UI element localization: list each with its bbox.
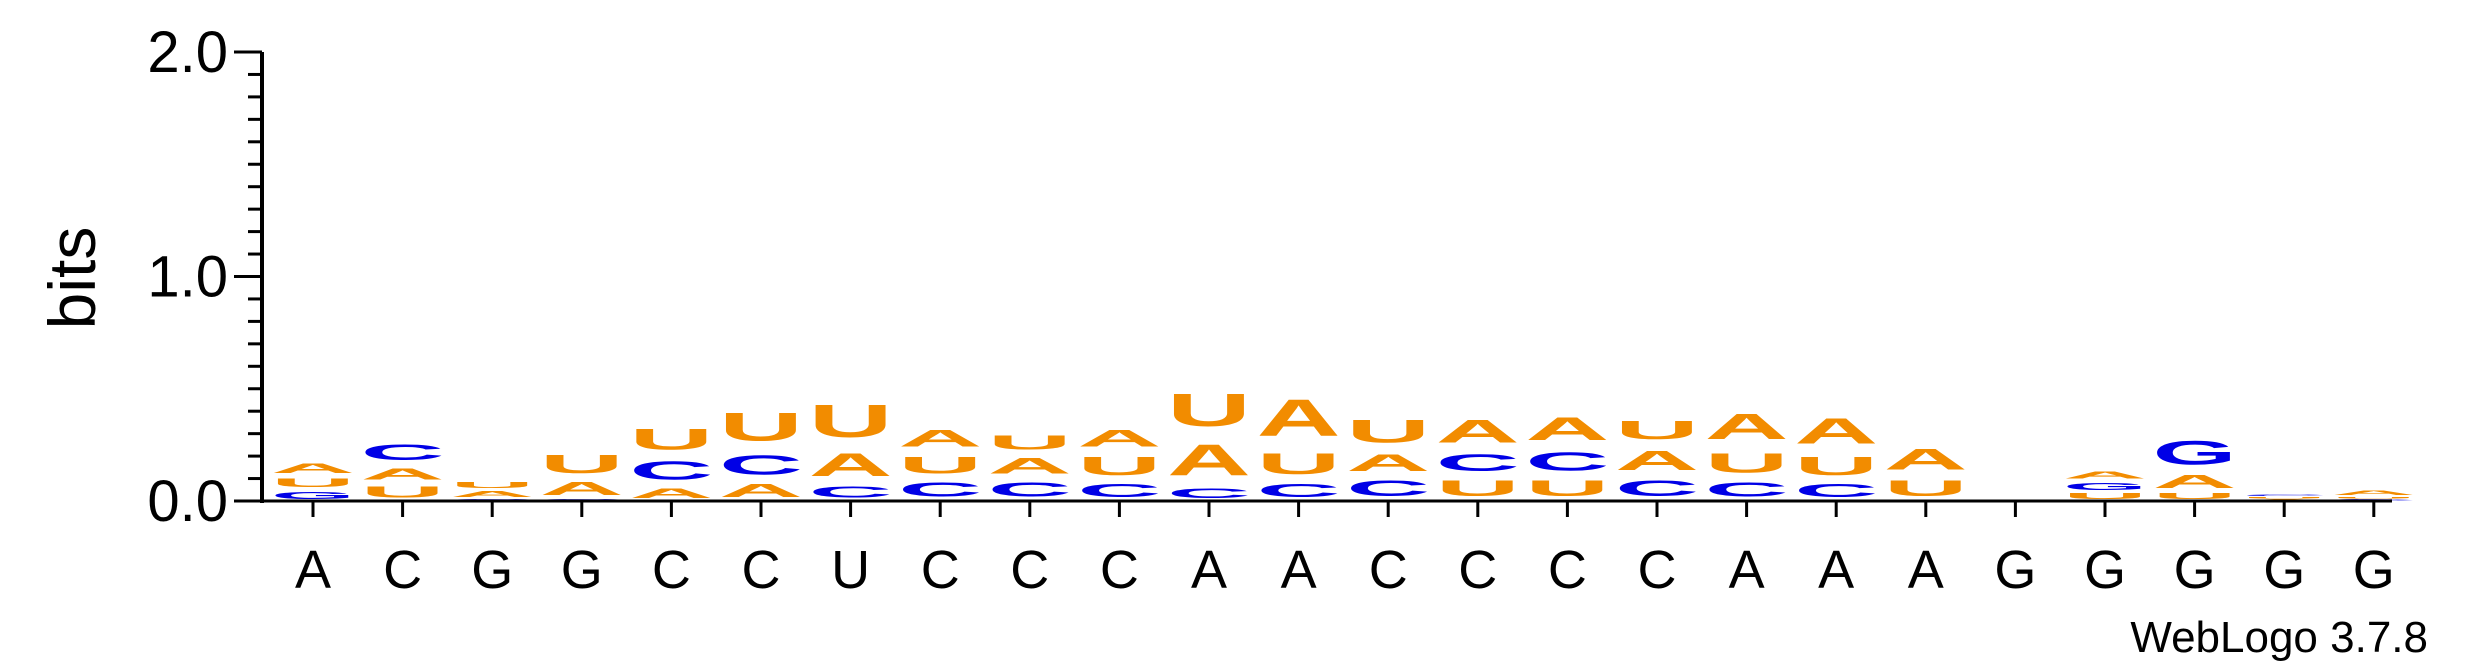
logo-glyph-u: U [629,422,713,456]
logo-glyph-u: U [719,405,803,450]
logo-glyph-c: C [898,478,982,501]
logo-glyph-a: A [1705,407,1789,447]
logo-glyph-u: U [1436,476,1520,501]
x-tick-label: G [2353,540,2395,600]
logo-glyph-c: C [1794,481,1878,501]
x-tick-label: A [295,540,331,600]
x-tick-label: C [742,540,781,600]
logo-glyph-a: A [1615,445,1699,477]
logo-glyph-c: C [1615,476,1699,501]
logo-glyph-c: C [361,440,445,465]
logo-glyph-c: C [629,456,713,485]
logo-glyph-u: U [1346,414,1430,450]
logo-glyph-a: A [1884,442,1968,476]
logo-glyph-u: U [1167,384,1251,436]
logo-glyph-a: A [271,461,355,477]
x-tick-label: G [2263,540,2305,600]
logo-glyph-a: A [1257,389,1341,447]
x-tick-label: A [1729,540,1765,600]
logo-glyph-g: G [2063,481,2147,492]
logo-glyph-c: C [1705,478,1789,501]
logo-glyph-c: C [1346,476,1430,501]
logo-glyph-c: C [719,449,803,481]
logo-glyph-a: A [629,485,713,501]
logo-glyph-a: A [898,425,982,452]
x-tick-label: A [1191,540,1227,600]
logo-glyph-c: C [1525,447,1609,476]
logo-glyph-a: A [540,479,624,499]
logo-glyph-u: U [450,481,534,490]
x-tick-label: G [471,540,513,600]
x-tick-label: C [652,540,691,600]
logo-glyph-u: U [1525,476,1609,501]
x-tick-label: G [2084,540,2126,600]
logo-glyph-u: U [2063,492,2147,501]
logo-glyph-a: A [450,490,534,499]
logo-glyph-u: U [809,395,893,447]
logo-glyph-a: A [809,447,893,483]
x-tick-label: U [831,540,870,600]
x-tick-label: C [1010,540,1049,600]
x-tick-label: C [1548,540,1587,600]
y-axis-ticks: 0.0 1.0 2.0 [147,20,262,534]
logo-glyph-a: A [719,481,803,501]
logo-glyph-a: A [1077,425,1161,452]
logo-glyph-u: U [1884,476,1968,501]
x-tick-label: C [921,540,960,600]
logo-glyph-u: U [898,451,982,478]
logo-glyph-a: A [361,465,445,483]
logo-glyph-u: U [361,483,445,501]
logo-glyph-c: C [1167,485,1251,501]
logo-glyph-c: C [1257,481,1341,501]
logo-glyph-u: U [2242,497,2326,499]
x-tick-label: A [1908,540,1944,600]
logo-glyph-c: C [809,483,893,501]
logo-glyph-a: A [1525,411,1609,447]
logo-glyph-u: U [540,449,624,478]
logo-glyph-c: C [988,478,1072,501]
logo-glyph-u: U [1077,452,1161,481]
logo-glyph-u: U [988,431,1072,454]
weblogo-version-footer: WebLogo 3.7.8 [2130,613,2428,662]
logo-glyph-c: C [1077,481,1161,501]
logo-glyph-u: U [1705,447,1789,479]
plot-area: GUAUACCAUCAUACUACUCAUCUACAUCUACAUCUACAUU… [271,384,2416,501]
logo-glyph-u: U [2332,497,2416,499]
x-tick-label: C [1638,540,1677,600]
logo-glyph-g: G [271,490,355,501]
logo-glyph-a: A [1794,411,1878,451]
y-tick-label: 2.0 [147,20,228,85]
logo-glyph-a: A [1436,414,1520,450]
logo-glyph-a: A [2332,490,2416,497]
y-tick-label: 1.0 [147,245,228,310]
y-axis-label: bits [35,227,109,330]
logo-glyph-u: U [1794,452,1878,481]
logo-glyph-u: U [2153,492,2237,501]
x-tick-label: C [383,540,422,600]
logo-glyph-a: A [2153,472,2237,492]
logo-glyph-a: A [1167,435,1251,485]
y-tick-label: 0.0 [147,469,228,534]
x-tick-label: G [1994,540,2036,600]
logo-glyph-u: U [271,476,355,490]
x-tick-label: A [1281,540,1317,600]
x-tick-label: C [1100,540,1139,600]
logo-glyph-g: G [2153,434,2237,472]
x-tick-label: C [1369,540,1408,600]
logo-glyph-c: C [2242,494,2326,496]
x-tick-label: C [1458,540,1497,600]
logo-glyph-u: U [1257,447,1341,481]
x-tick-label: G [2174,540,2216,600]
logo-glyph-u: U [1615,416,1699,445]
logo-glyph-c: C [1436,449,1520,476]
x-tick-label: G [561,540,603,600]
x-tick-label: A [1818,540,1854,600]
logo-glyph-a: A [988,454,1072,479]
logo-glyph-a: A [2063,470,2147,481]
logo-glyph-a: A [1346,449,1430,476]
